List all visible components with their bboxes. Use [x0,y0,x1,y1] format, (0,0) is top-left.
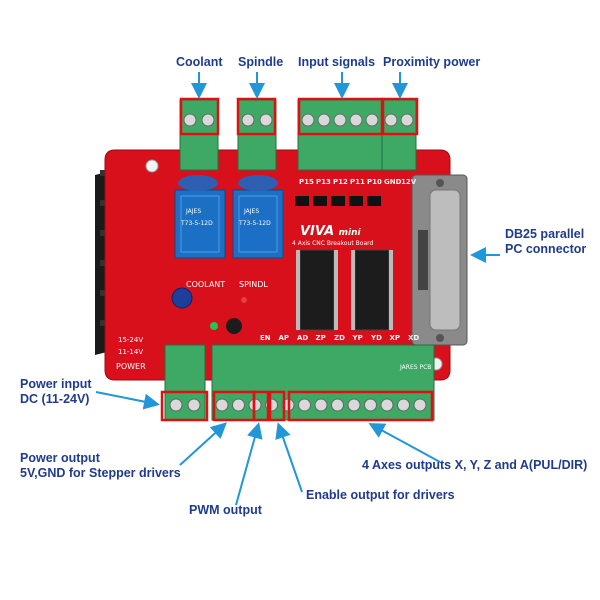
top-pin-label: P10 [367,178,382,186]
top-pin-label: P12 [333,178,348,186]
coolant-relay-brand: JAJES [186,208,202,215]
led [210,322,218,330]
terminal-screw [298,398,311,412]
enable-arrow [275,422,303,493]
bottom-pin-label: AD [297,334,309,342]
top-pin-label: GND [384,178,402,186]
db25-label-line1: DB25 parallel [505,227,585,241]
bottom-pin-label: XD [408,334,420,342]
db25-connector [411,174,468,346]
axes-outputs-label: 4 Axes outputs X, Y, Z and A(PUL/DIR) [362,458,588,472]
power-silk: POWER [116,362,146,371]
bottom-pin-label: YD [371,334,382,342]
capacitor [226,318,242,334]
enable-output-label: Enable output for drivers [306,488,455,502]
top-pin-label: P11 [350,178,365,186]
bottom-pin-label: ZD [334,334,345,342]
voltage-silk-2: 11-14V [118,348,144,356]
led [241,297,247,303]
varistor [178,175,218,191]
proximity-power-label: Proximity power [383,55,481,69]
terminal-screw [397,398,410,412]
db25-label: DB25 parallel PC connector [505,227,586,257]
varistor [238,175,278,191]
pwm-arrow [235,422,263,506]
power-input-label: Power input DC (11-24V) [20,377,92,407]
board-brand-name: VIVA [300,224,335,239]
spindle-relay-model: T73-5-12D [239,220,271,227]
board-brand: VIVA mini [300,224,361,239]
potentiometer [171,287,193,309]
ic-chip [351,249,393,331]
board-brand-suffix: mini [338,228,361,238]
mounting-hole [145,159,159,173]
terminal-screw [380,398,394,412]
terminal-screw [314,398,328,412]
bottom-pin-label: EN [260,334,271,342]
terminal-screw [215,398,229,412]
top-pin-label: P15 [299,178,314,186]
bottom-pin-label: AP [278,334,290,342]
spindle-relay-brand: JAJES [244,208,260,215]
coolant-silk: COOLANT [186,280,226,289]
spindle-callout-box [236,97,277,136]
spindle-label: Spindle [238,55,284,69]
bottom-pin-label: YP [352,334,363,342]
db25-label-line2: PC connector [505,242,587,256]
enable-callout-box [268,390,286,422]
ic-chip [296,249,338,331]
axes-callout-box [287,390,434,422]
power-output-label-line1: Power output [20,451,100,465]
coolant-label: Coolant [176,55,223,69]
terminal-screw [413,398,427,412]
power-input-label-line2: DC (11-24V) [20,392,90,406]
coolant-relay [174,189,226,259]
spindle-relay [232,189,284,259]
coolant-callout-box [179,97,220,136]
power-output-label: Power output 5V,GND for Stepper drivers [20,451,181,481]
terminal-screw [232,398,245,412]
terminal-screw [331,398,344,412]
power-input-callout-box [160,390,209,422]
terminal-screw [364,398,377,412]
board-subtitle: 4 Axis CNC Breakout Board [292,240,374,247]
coolant-relay-model: T73-5-12D [181,220,213,227]
power-output-arrow [179,422,227,466]
proximity-power-callout-box [381,97,419,136]
optocoupler-row [295,196,381,206]
voltage-silk-1: 15-24V [118,336,144,344]
power-input-terminal [164,344,206,421]
power-input-arrow [95,391,160,410]
top-pin-label: 12V [401,178,417,186]
pwm-callout-box [252,390,270,422]
input-signals-label: Input signals [298,55,376,69]
spindle-silk: SPINDL [239,280,268,289]
bottom-pin-label: XP [389,334,401,342]
axes-arrow [368,423,441,463]
power-output-label-line2: 5V,GND for Stepper drivers [20,466,181,480]
top-pin-label: P13 [316,178,331,186]
bottom-pin-label: ZP [315,334,326,342]
board-vendor: JARES PCB [400,364,432,371]
power-input-label-line1: Power input [20,377,92,391]
terminal-screw [347,398,361,412]
pwm-output-label: PWM output [189,503,262,517]
